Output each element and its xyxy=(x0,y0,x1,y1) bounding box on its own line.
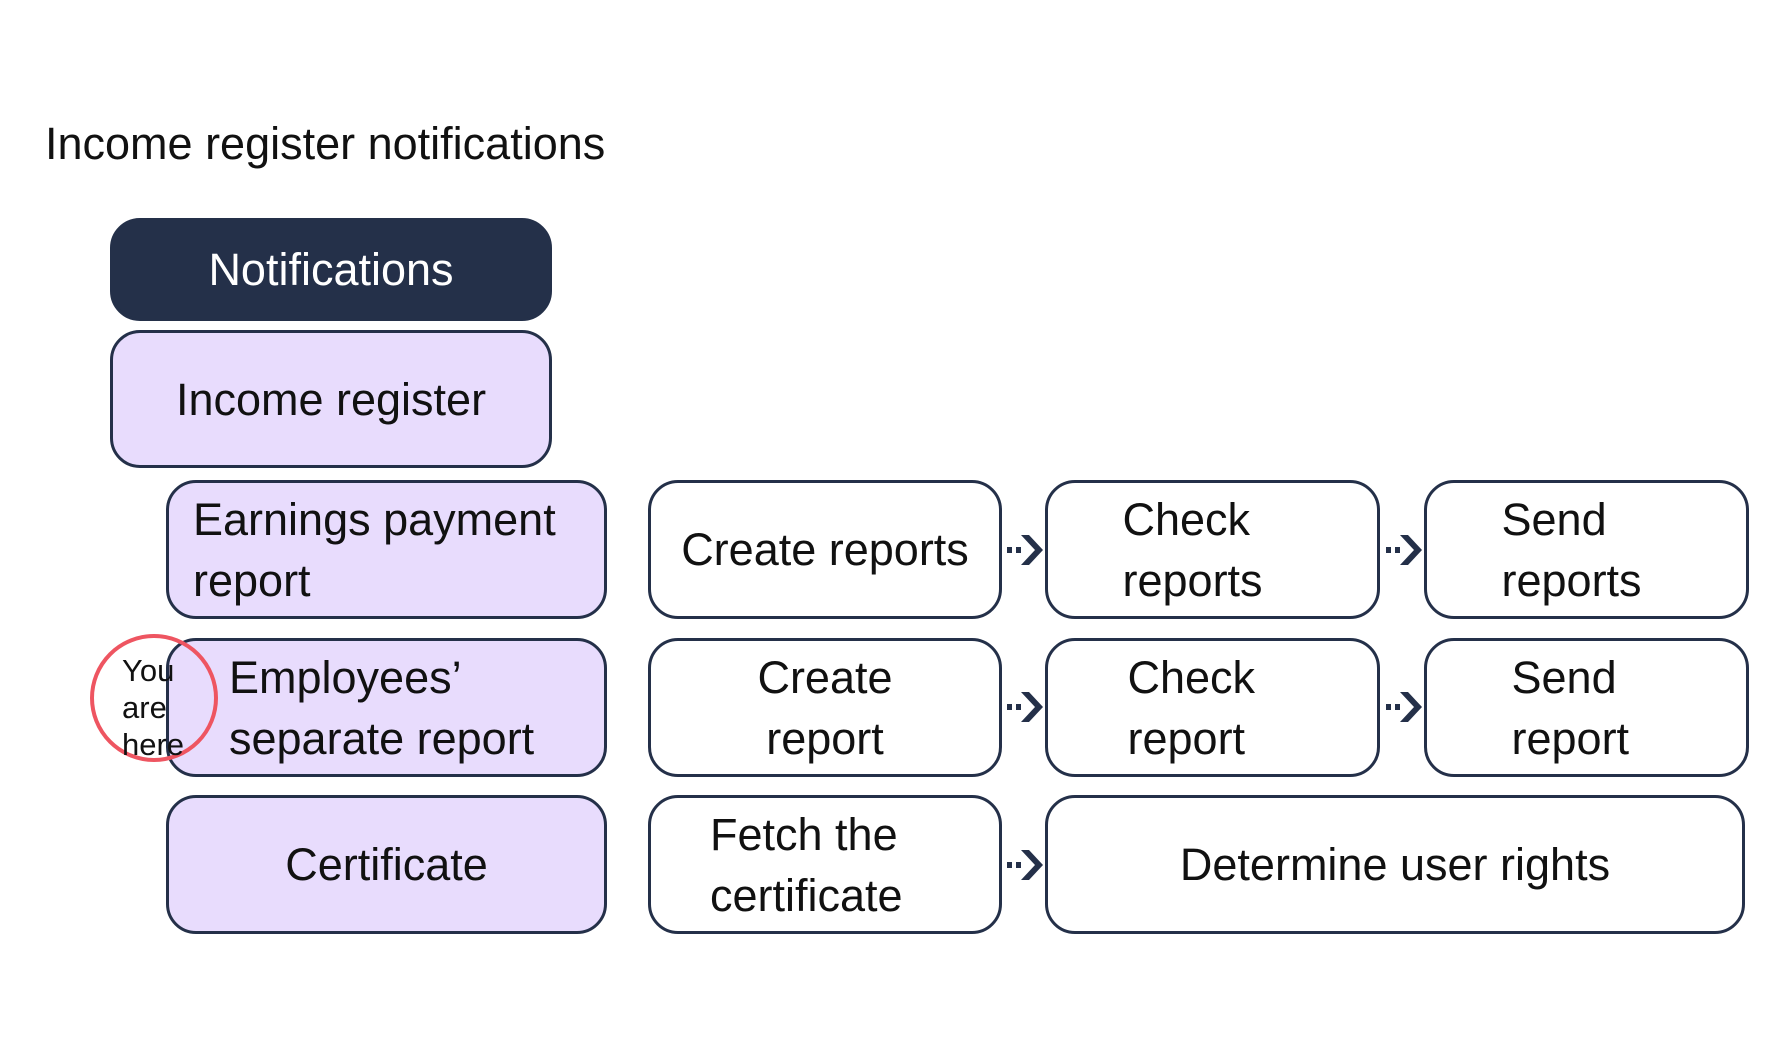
create-reports-label: Create reports xyxy=(681,524,969,575)
double-chevron-right-icon xyxy=(1007,850,1043,880)
you-are-here-line-2: are xyxy=(122,690,167,725)
page-title: Income register notifications xyxy=(45,118,606,169)
check-report-label: Check report xyxy=(1127,651,1256,764)
income-register-label: Income register xyxy=(175,373,487,425)
double-chevron-right-icon xyxy=(1007,535,1043,565)
check-reports-label: Check reports xyxy=(1122,493,1263,606)
create-report-step: Create report xyxy=(648,638,1002,777)
you-are-here-line-3: here xyxy=(122,727,185,762)
notifications-box: Notifications xyxy=(110,218,552,321)
check-report-step: Check report xyxy=(1045,638,1380,777)
send-report-label: Send report xyxy=(1511,651,1630,764)
create-report-label: Create report xyxy=(757,651,893,764)
notifications-label: Notifications xyxy=(208,244,454,295)
employees-separate-report-label: Employees’ separate report xyxy=(229,651,535,764)
determine-user-rights-label: Determine user rights xyxy=(1179,839,1611,890)
certificate-box: Certificate xyxy=(166,795,607,934)
earnings-payment-report-box: Earnings payment report xyxy=(166,480,607,619)
fetch-certificate-label: Fetch the certificate xyxy=(710,808,903,921)
send-reports-step: Send reports xyxy=(1424,480,1749,619)
certificate-label: Certificate xyxy=(285,839,488,890)
employees-separate-report-box: Employees’ separate report xyxy=(166,638,607,777)
create-reports-step: Create reports xyxy=(648,480,1002,619)
earnings-payment-report-label: Earnings payment report xyxy=(193,493,556,606)
you-are-here-line-1: You xyxy=(122,653,175,688)
double-chevron-right-icon xyxy=(1007,692,1043,722)
you-are-here-marker xyxy=(90,634,218,762)
send-report-step: Send report xyxy=(1424,638,1749,777)
send-reports-label: Send reports xyxy=(1501,493,1642,606)
income-register-box: Income register xyxy=(110,330,552,468)
double-chevron-right-icon xyxy=(1386,535,1422,565)
check-reports-step: Check reports xyxy=(1045,480,1380,619)
determine-user-rights-step: Determine user rights xyxy=(1045,795,1745,934)
double-chevron-right-icon xyxy=(1386,692,1422,722)
fetch-certificate-step: Fetch the certificate xyxy=(648,795,1002,934)
